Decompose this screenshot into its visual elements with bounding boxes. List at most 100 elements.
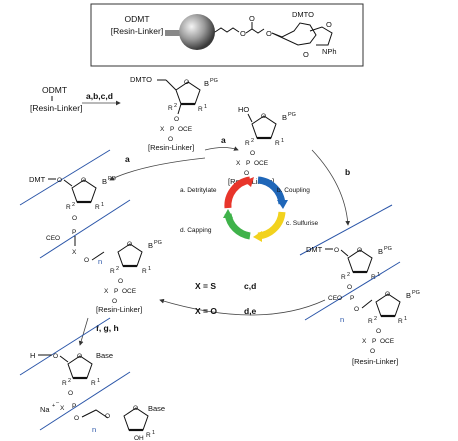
svg-text:R: R: [198, 106, 203, 113]
resin-box-dmto: DMTO: [292, 10, 314, 19]
svg-text:Base: Base: [148, 404, 165, 413]
svg-text:P: P: [114, 288, 118, 295]
svg-text:O: O: [68, 390, 73, 397]
resin-box-o-5: O: [303, 50, 309, 59]
svg-text:B: B: [406, 291, 411, 300]
svg-text:P: P: [72, 229, 76, 236]
s2-sugar-ring: [251, 115, 277, 139]
svg-text:R: R: [341, 274, 346, 281]
arrow-b-label: b: [345, 167, 350, 177]
arrow-b: [311, 149, 351, 226]
svg-text:R: R: [146, 432, 151, 439]
svg-text:O: O: [112, 298, 117, 305]
right-bracket-top: [299, 204, 393, 256]
svg-text:X: X: [236, 160, 241, 167]
svg-text:1: 1: [152, 430, 155, 436]
svg-text:R: R: [142, 268, 147, 275]
start-odmt: ODMT: [42, 85, 67, 95]
svg-text:B: B: [378, 247, 383, 256]
resin-box-o-4: O: [326, 20, 332, 29]
product-bracket-bottom: [39, 371, 131, 431]
product-n: n: [92, 425, 96, 434]
linker-o-2: O: [249, 14, 255, 23]
svg-text:R: R: [371, 274, 376, 281]
svg-text:2: 2: [72, 202, 75, 208]
svg-text:PG: PG: [154, 240, 162, 246]
svg-text:O: O: [385, 291, 390, 298]
arrow-a-top: [204, 146, 239, 151]
svg-text:+: +: [52, 403, 55, 409]
structure-right-dimer: DMT O O B PG R 2 R 1 O CEO P O n O B PG …: [299, 204, 420, 366]
structure-product: H O O Base R 2 R 1 O P X – Na + O n O O …: [19, 317, 165, 441]
linker-o-1: O: [240, 29, 246, 38]
linker-chain-2: [245, 28, 265, 34]
svg-text:O: O: [250, 150, 255, 157]
svg-text:B: B: [148, 241, 153, 250]
left-sugar-ring-2: [117, 243, 143, 267]
condition-o-label: X = O: [195, 306, 217, 316]
svg-text:2: 2: [174, 103, 177, 109]
condition-s-steps: c,d: [244, 281, 256, 291]
svg-text:2: 2: [374, 316, 377, 322]
left-sugar-ring-1: [71, 179, 97, 203]
start-material: ODMT [Resin-Linker] a,b,c,d: [30, 85, 121, 113]
svg-text:R: R: [91, 380, 96, 387]
svg-text:O: O: [244, 170, 249, 177]
svg-text:PG: PG: [288, 112, 296, 118]
svg-text:PG: PG: [412, 290, 420, 296]
resin-box-imide: [309, 26, 333, 46]
resin-linker-box: ODMT [Resin-Linker] O O O DMTO NPh O O: [90, 3, 364, 67]
svg-text:2: 2: [116, 266, 119, 272]
resin-box-odmt: ODMT: [124, 14, 149, 24]
svg-text:OCE: OCE: [254, 160, 269, 167]
resin-box-resin-linker: [Resin-Linker]: [111, 26, 163, 36]
condition-s-label: X = S: [195, 281, 216, 291]
arrow-a-top-label: a: [221, 135, 226, 145]
svg-text:–: –: [56, 400, 60, 406]
arrow-a-left-label: a: [125, 154, 130, 164]
svg-text:O: O: [81, 177, 86, 184]
svg-text:B: B: [102, 177, 107, 186]
svg-text:H: H: [30, 351, 35, 360]
svg-text:1: 1: [204, 104, 207, 110]
svg-text:OCE: OCE: [178, 126, 193, 133]
arrow-cleavage: [78, 317, 89, 346]
svg-text:2: 2: [68, 378, 71, 384]
right-n: n: [340, 315, 344, 324]
resin-box-frame: [90, 3, 364, 67]
svg-text:O: O: [84, 257, 89, 264]
right-resin-linker: [Resin-Linker]: [352, 357, 398, 366]
cycle-wheel: a. Detritylate b. Coupling c. Sulfurise …: [180, 176, 319, 242]
svg-text:PG: PG: [384, 246, 392, 252]
svg-text:OCE: OCE: [380, 338, 395, 345]
svg-text:P: P: [72, 403, 76, 410]
svg-text:2: 2: [251, 138, 254, 144]
svg-text:X: X: [72, 249, 77, 256]
svg-text:R: R: [275, 140, 280, 147]
svg-text:PG: PG: [210, 78, 218, 84]
s1-dmto: DMTO: [130, 75, 152, 84]
svg-text:O: O: [72, 215, 77, 222]
right-sugar-ring-2: [375, 293, 401, 317]
cycle-step-d: d. Capping: [180, 227, 212, 234]
linker-o-3: O: [266, 29, 272, 38]
svg-text:O: O: [127, 241, 132, 248]
svg-text:Na: Na: [40, 405, 50, 414]
svg-text:OCE: OCE: [122, 288, 137, 295]
svg-text:2: 2: [347, 272, 350, 278]
conditions: X = S c,d X = O d,e: [195, 281, 257, 316]
right-bracket-bottom: [304, 261, 401, 321]
svg-text:DMT: DMT: [29, 175, 46, 184]
condition-o-steps: d,e: [244, 306, 257, 316]
svg-text:O: O: [347, 284, 352, 291]
linker-chain: [214, 27, 240, 33]
resin-box-nph: NPh: [322, 47, 337, 56]
svg-text:R: R: [95, 204, 100, 211]
svg-text:O: O: [261, 113, 266, 120]
svg-text:Base: Base: [96, 351, 113, 360]
svg-text:X: X: [362, 338, 367, 345]
structure-free-hydroxyl: HO O B PG R 2 R 1 O X P OCE O [Resin-Lin…: [228, 105, 296, 186]
structure-dmt-protected: DMTO O B PG R 2 R 1 O X P OCE O [Resin-L…: [130, 75, 218, 152]
right-sugar-ring-1: [347, 249, 373, 273]
